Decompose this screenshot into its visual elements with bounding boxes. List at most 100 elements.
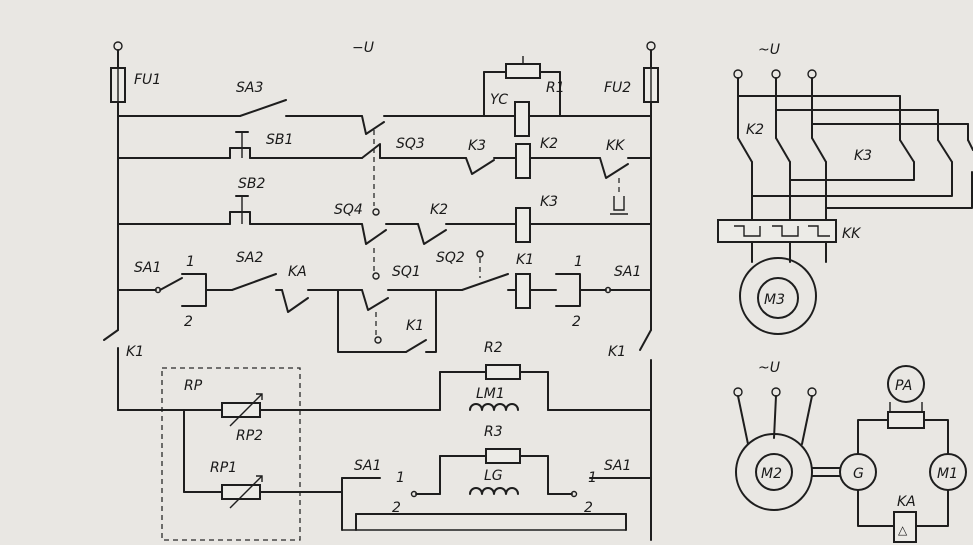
label-b2-right: 2 xyxy=(584,500,593,516)
winding-lg xyxy=(469,487,519,495)
field-circuit xyxy=(117,364,652,541)
motor-m2-outer xyxy=(735,433,813,511)
terminal-right xyxy=(646,41,656,51)
label-k1-right: K1 xyxy=(608,344,626,360)
coil-k1 xyxy=(515,273,531,309)
ammeter-pa xyxy=(887,365,925,403)
coil-yc xyxy=(514,101,530,137)
label-lg: LG xyxy=(484,468,503,484)
motor-generator-circuit: △ xyxy=(733,365,967,543)
label-r2: R2 xyxy=(484,340,503,356)
label-pa: PA xyxy=(895,378,912,394)
contact-k3-p1 xyxy=(899,139,915,163)
contact-k2-nc xyxy=(417,223,447,245)
motor-m3-circuit xyxy=(717,69,973,335)
contact-k1-left xyxy=(103,329,119,341)
motor-m3-outer xyxy=(739,257,817,335)
label-sa2: SA2 xyxy=(236,250,263,266)
contact-k3-p2 xyxy=(937,139,953,163)
label-m3: M3 xyxy=(764,292,785,308)
label-sa1-right: SA1 xyxy=(614,264,641,280)
label-b1-right: 1 xyxy=(588,470,597,486)
label-sb1: SB1 xyxy=(266,132,293,148)
label-g: G xyxy=(853,466,864,482)
motor-m2-inner xyxy=(755,453,793,491)
switch-sa1-left xyxy=(159,277,183,291)
resistor-r3 xyxy=(485,448,521,464)
label-ka-relay: KA xyxy=(897,494,916,510)
contact-k2-p3 xyxy=(811,137,827,163)
label-rp1: RP1 xyxy=(210,460,237,476)
label-b1-left: 1 xyxy=(396,470,405,486)
winding-lm1 xyxy=(469,403,519,411)
label-sa3: SA3 xyxy=(236,80,263,96)
label-sq4: SQ4 xyxy=(334,202,363,218)
label-kk-contact: KK xyxy=(606,138,626,154)
label-sb2: SB2 xyxy=(238,176,265,192)
terminal-left xyxy=(113,41,123,51)
label-m2: M2 xyxy=(761,466,782,482)
coil-k3 xyxy=(515,207,531,243)
relay-ka xyxy=(893,511,917,543)
label-m1: M1 xyxy=(937,466,958,482)
label-pos1-right: 1 xyxy=(574,254,583,270)
contact-k2-p2 xyxy=(775,137,791,163)
label-supply-dc: −U xyxy=(352,40,374,56)
label-k2-contact: K2 xyxy=(430,202,448,218)
label-fu2: FU2 xyxy=(604,80,631,96)
label-k2-power: K2 xyxy=(746,122,764,138)
contact-sq3-no xyxy=(361,143,381,159)
switch-sa2 xyxy=(231,273,277,291)
resistor-r1 xyxy=(505,63,541,79)
contact-k3-nc xyxy=(465,157,495,175)
label-k1-coil: K1 xyxy=(516,252,534,268)
label-k3-coil: K3 xyxy=(540,194,558,210)
label-pos1-left: 1 xyxy=(186,254,195,270)
label-lm1: LM1 xyxy=(476,386,505,402)
label-ka-contact: KA xyxy=(288,264,307,280)
label-sq2: SQ2 xyxy=(436,250,465,266)
label-supply-ac2: ~U xyxy=(758,360,780,376)
coil-k2 xyxy=(515,143,531,179)
contact-k3-p3 xyxy=(967,139,973,151)
label-fu1: FU1 xyxy=(134,72,161,88)
label-supply-ac1: ~U xyxy=(758,42,780,58)
label-sa1-bottom-right: SA1 xyxy=(604,458,631,474)
contact-sq1 xyxy=(361,289,389,311)
label-sq3: SQ3 xyxy=(396,136,425,152)
control-circuit xyxy=(103,41,659,541)
label-k3-power: K3 xyxy=(854,148,872,164)
contact-k2-p1 xyxy=(737,137,753,163)
contact-sq3-nc xyxy=(361,115,385,135)
contact-ka xyxy=(281,289,309,313)
shunt xyxy=(887,411,925,429)
label-b2-left: 2 xyxy=(392,500,401,516)
motor-m3-inner xyxy=(757,277,799,319)
contact-kk xyxy=(599,157,629,179)
label-k1-left: K1 xyxy=(126,344,144,360)
resistor-r2 xyxy=(485,364,521,380)
label-sa1-bottom-left: SA1 xyxy=(354,458,381,474)
relay-ka-symbol: △ xyxy=(898,523,908,537)
label-sq1: SQ1 xyxy=(392,264,421,280)
label-rp: RP xyxy=(184,378,203,394)
labels: −U ~U ~U FU1 FU2 SA3 SB1 SB2 SQ3 SQ4 SQ1… xyxy=(126,40,958,516)
switch-sa3 xyxy=(239,99,287,117)
contact-sq2 xyxy=(461,273,509,291)
label-sa1-left: SA1 xyxy=(134,260,161,276)
rp-dashed-box xyxy=(161,367,301,541)
label-k2-coil: K2 xyxy=(540,136,558,152)
label-r1: R1 xyxy=(546,80,565,96)
label-yc: YC xyxy=(490,92,508,108)
label-r3: R3 xyxy=(484,424,503,440)
label-rp2: RP2 xyxy=(236,428,263,444)
label-pos2-right: 2 xyxy=(572,314,581,330)
contact-k1-hold xyxy=(405,339,427,353)
label-k1-hold: K1 xyxy=(406,318,424,334)
label-pos2-left: 2 xyxy=(184,314,193,330)
label-kk-relay: KK xyxy=(842,226,862,242)
contact-sq4 xyxy=(361,223,387,245)
label-k3-contact: K3 xyxy=(468,138,486,154)
